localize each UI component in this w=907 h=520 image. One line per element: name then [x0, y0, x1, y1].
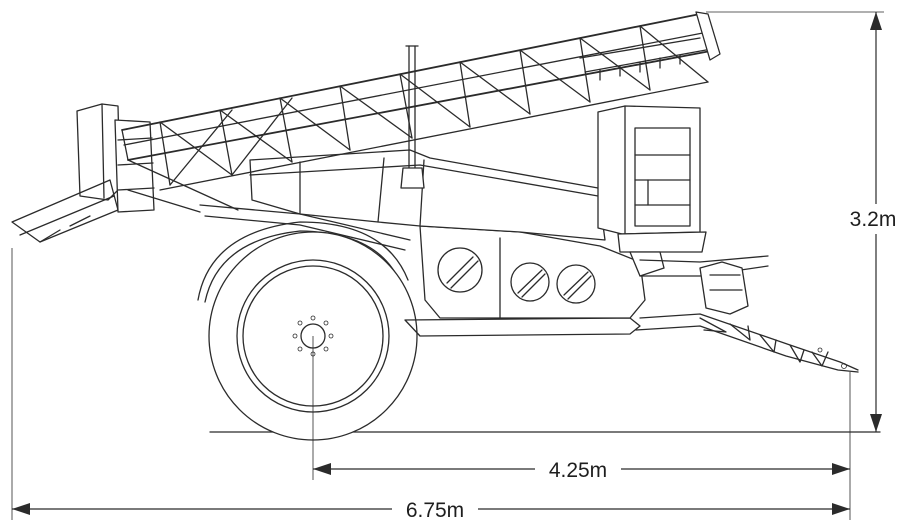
rear-wheel — [197, 221, 418, 441]
overall-length-arrow-right — [832, 503, 850, 515]
folded-boom — [121, 11, 721, 191]
overall-length-arrow-left — [12, 503, 30, 515]
overall-length-dimension: 6.75m — [11, 248, 850, 520]
height-label: 3.2m — [850, 208, 897, 231]
height-arrow-top — [870, 12, 882, 30]
wheel-to-hitch-arrow-right — [832, 463, 850, 475]
overall-length-label: 6.75m — [406, 499, 464, 520]
chassis — [199, 149, 646, 337]
height-dimension: 3.2m — [706, 11, 904, 432]
wheel-to-hitch-dimension: 4.25m — [312, 336, 851, 520]
wheel-to-hitch-label: 4.25m — [549, 459, 607, 482]
height-arrow-bottom — [870, 414, 882, 432]
drawbar — [635, 255, 859, 373]
wheel-to-hitch-arrow-left — [313, 463, 331, 475]
front-unit — [597, 105, 707, 277]
mast — [400, 45, 425, 189]
rear-pivot — [11, 103, 239, 243]
